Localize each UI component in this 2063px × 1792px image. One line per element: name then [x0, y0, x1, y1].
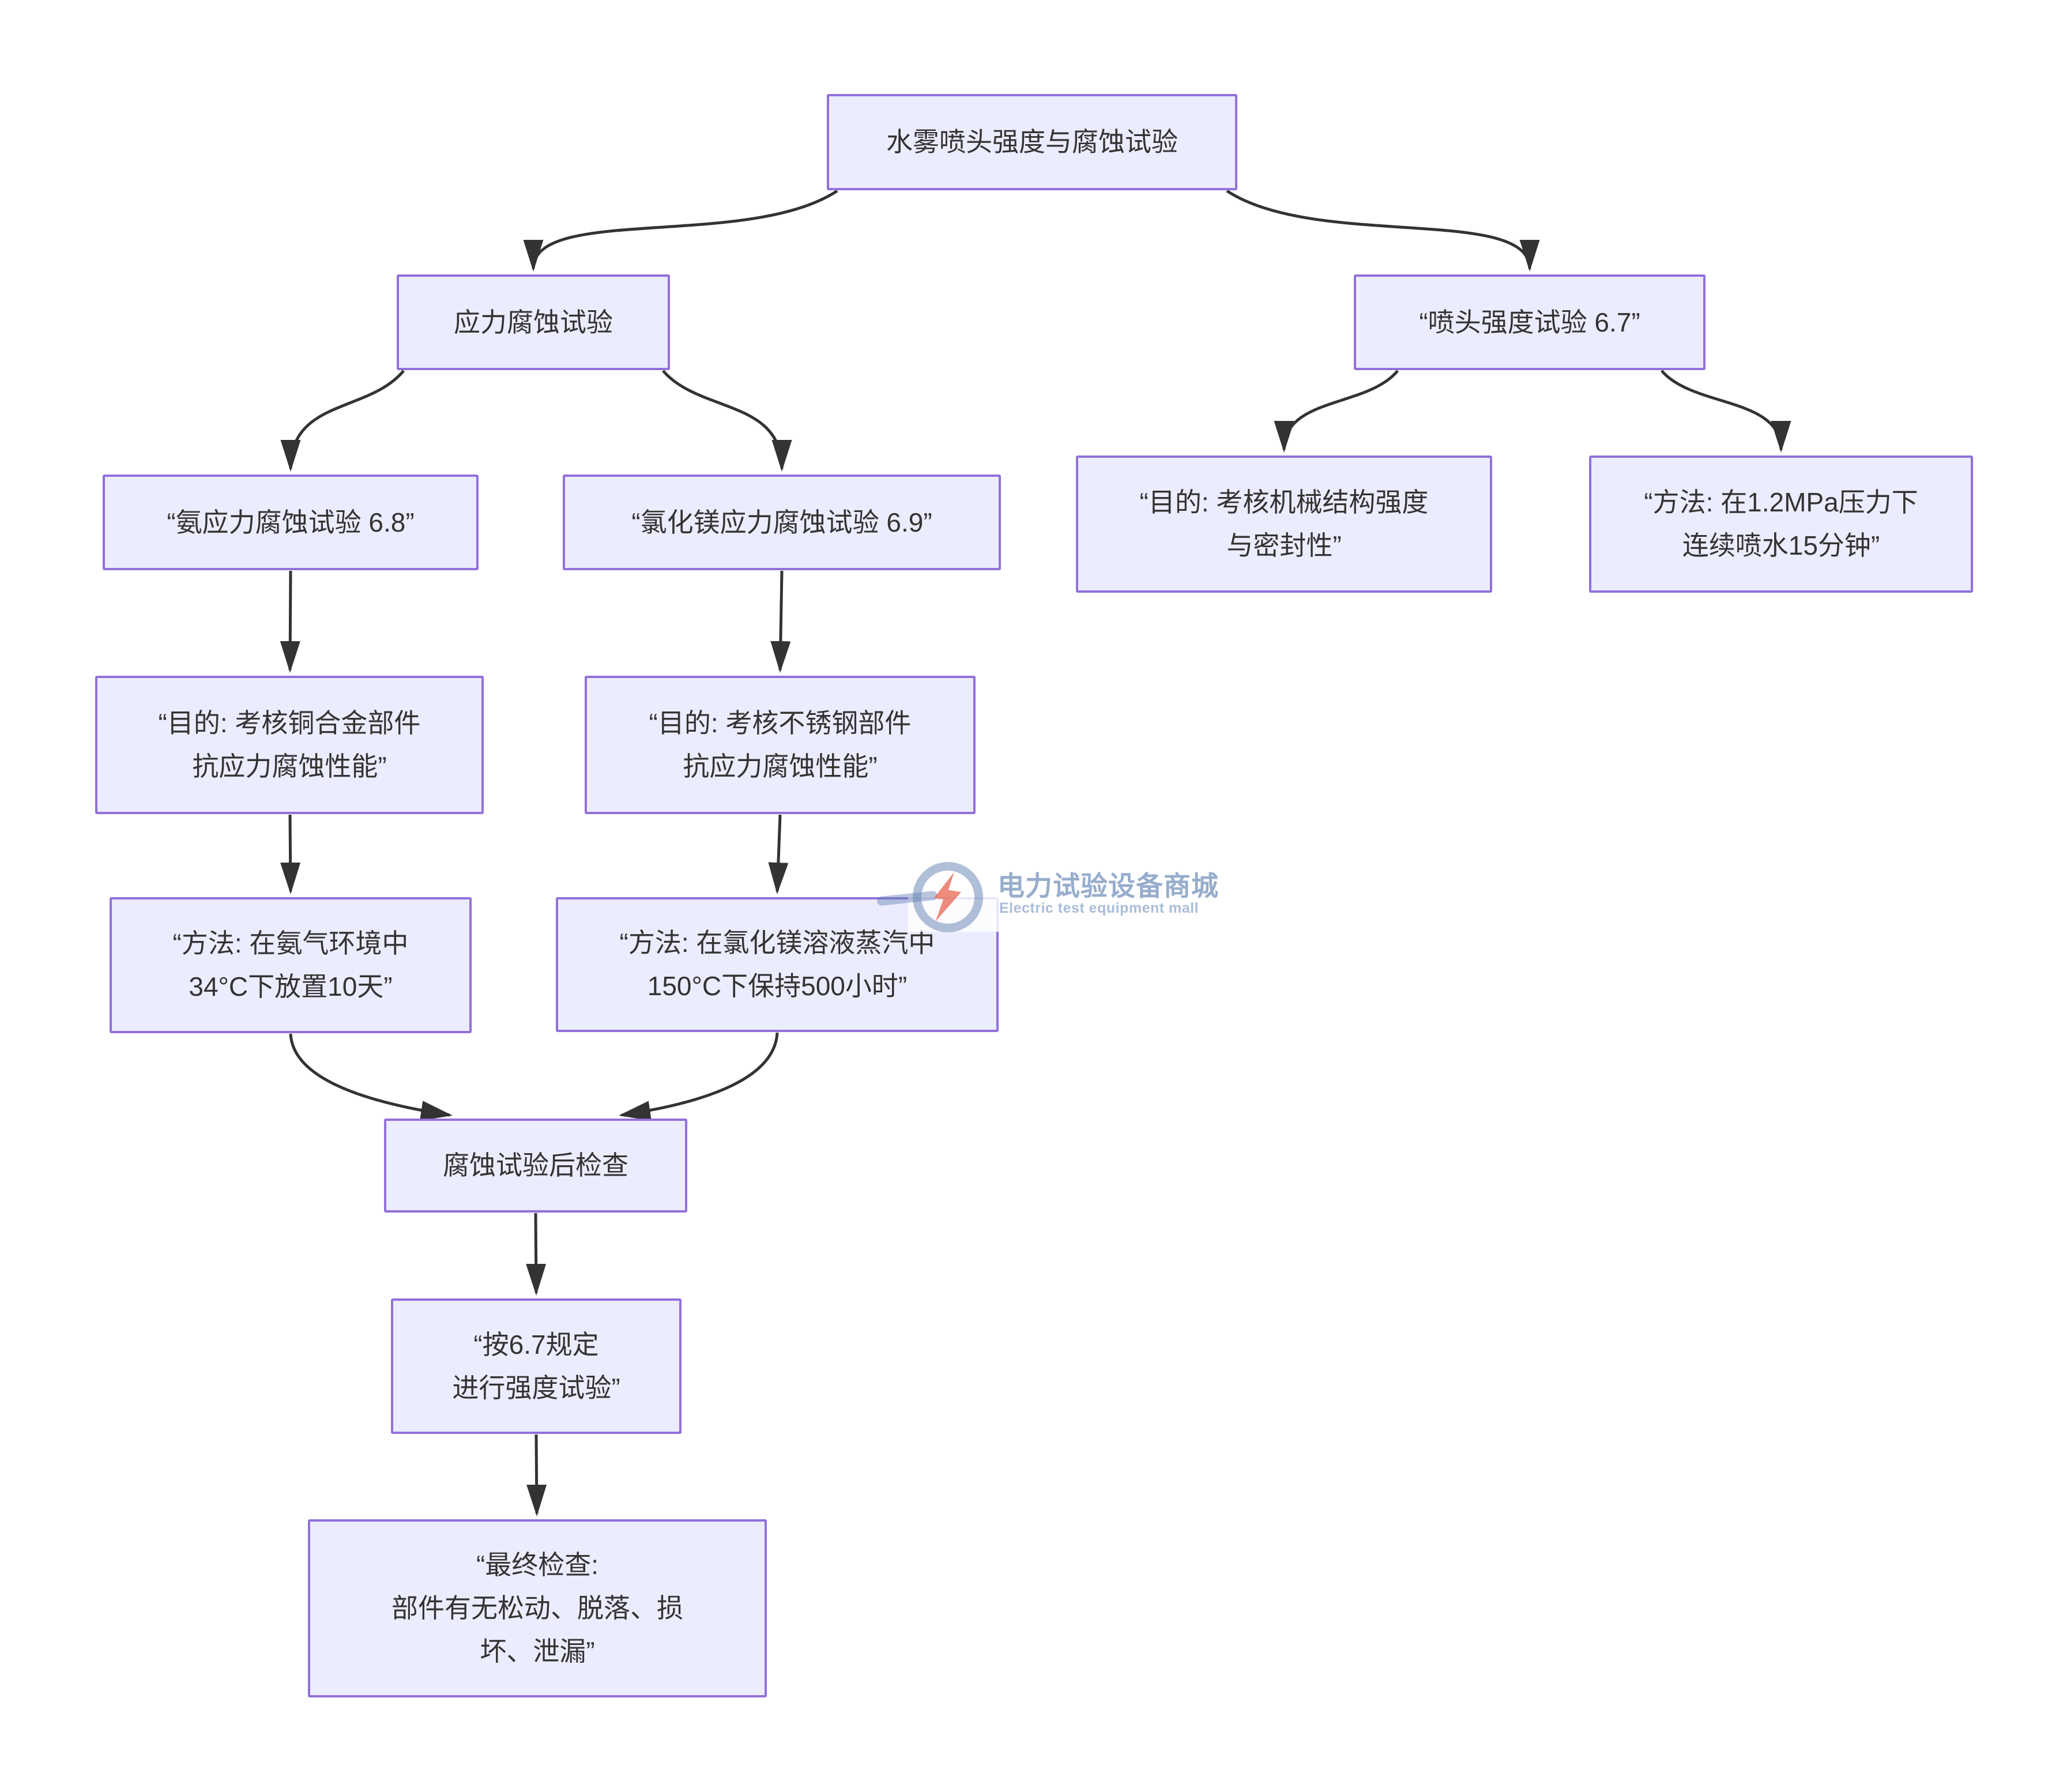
node-method-spray-label: “方法: 在1.2MPa压力下 连续喷水15分钟”: [1644, 487, 1918, 560]
node-strength-test-per-67: “按6.7规定 进行强度试验”: [391, 1298, 682, 1434]
node-purpose-cu-label: “目的: 考核铜合金部件 抗应力腐蚀性能”: [158, 708, 421, 781]
node-final-inspection: “最终检查: 部件有无松动、脱落、损 坏、泄漏”: [308, 1519, 767, 1697]
node-nozzle67-label: “喷头强度试验 6.7”: [1419, 307, 1640, 337]
edge-root-nozzle67: [1226, 189, 1540, 272]
node-ammonia-stress-test-68: “氨应力腐蚀试验 6.8”: [103, 475, 479, 570]
node-stress-label: 应力腐蚀试验: [454, 307, 613, 337]
edge-ammonia68-purpose-cu: [280, 570, 300, 673]
node-stress-corrosion-test: 应力腐蚀试验: [397, 274, 670, 370]
edge-method-nh3-post-inspect: [289, 1033, 453, 1121]
edge-nozzle67-method-spray: [1661, 370, 1791, 453]
edge-stress-mgcl269: [662, 370, 792, 472]
node-purpose-stainless-steel: “目的: 考核不锈钢部件 抗应力腐蚀性能”: [585, 676, 976, 814]
edge-stress-ammonia68: [280, 370, 405, 472]
node-method-spray: “方法: 在1.2MPa压力下 连续喷水15分钟”: [1589, 455, 1973, 593]
node-mgcl2-stress-test-69: “氯化镁应力腐蚀试验 6.9”: [563, 475, 1001, 570]
edge-mgcl269-purpose-ss: [770, 570, 791, 673]
edge-root-stress: [523, 189, 838, 272]
edge-method-mgcl2-post-inspect: [619, 1032, 779, 1121]
edge-purpose-cu-method-nh3: [280, 814, 301, 894]
node-mgcl269-label: “氯化镁应力腐蚀试验 6.9”: [631, 507, 932, 537]
edge-strength67-final-inspect: [526, 1434, 547, 1516]
node-final-inspect-label: “最终检查: 部件有无松动、脱落、损 坏、泄漏”: [391, 1550, 683, 1666]
node-purpose-copper-alloy: “目的: 考核铜合金部件 抗应力腐蚀性能”: [95, 676, 484, 814]
node-nozzle-strength-test-67: “喷头强度试验 6.7”: [1354, 274, 1706, 370]
node-method-nh3-label: “方法: 在氨气环境中 34°C下放置10天”: [172, 928, 409, 1002]
node-root-label: 水雾喷头强度与腐蚀试验: [886, 127, 1178, 157]
node-method-mgcl2: “方法: 在氯化镁溶液蒸汽中 150°C下保持500小时”: [556, 897, 999, 1032]
node-purpose-mechanical: “目的: 考核机械结构强度 与密封性”: [1076, 455, 1492, 593]
node-method-ammonia: “方法: 在氨气环境中 34°C下放置10天”: [110, 897, 472, 1033]
node-root: 水雾喷头强度与腐蚀试验: [827, 94, 1237, 190]
node-method-mgcl2-label: “方法: 在氯化镁溶液蒸汽中 150°C下保持500小时”: [619, 928, 935, 1001]
node-strength67-label: “按6.7规定 进行强度试验”: [452, 1329, 620, 1403]
edge-nozzle67-purpose-mech: [1274, 370, 1399, 453]
node-post-corrosion-inspection: 腐蚀试验后检查: [384, 1119, 687, 1213]
node-purpose-mech-label: “目的: 考核机械结构强度 与密封性”: [1139, 487, 1429, 560]
node-post-inspect-label: 腐蚀试验后检查: [443, 1150, 628, 1180]
edge-purpose-ss-method-mgcl2: [768, 814, 789, 894]
node-purpose-ss-label: “目的: 考核不锈钢部件 抗应力腐蚀性能”: [649, 708, 912, 781]
node-ammonia68-label: “氨应力腐蚀试验 6.8”: [167, 507, 415, 537]
